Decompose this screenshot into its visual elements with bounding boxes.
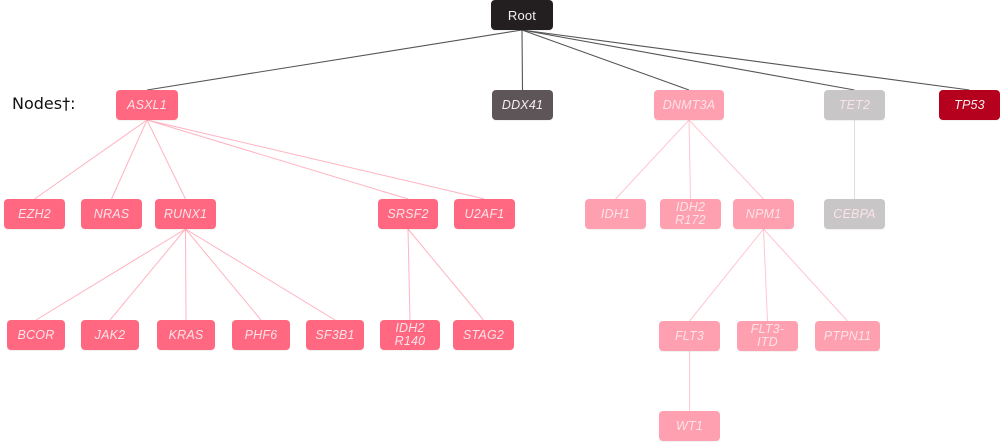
node-idh1[interactable]: IDH1 — [585, 199, 646, 229]
edge-runx1-kras — [185, 228, 187, 321]
node-flt3-itd[interactable]: FLT3- ITD — [737, 321, 798, 351]
edge-npm1-ptpn11 — [763, 228, 848, 322]
node-label: NRAS — [93, 206, 130, 221]
node-root[interactable]: Root — [491, 0, 553, 30]
node-idh2-r140[interactable]: IDH2 R140 — [380, 320, 440, 350]
node-label: JAK2 — [94, 327, 126, 342]
node-label: EZH2 — [18, 206, 51, 221]
node-flt3[interactable]: FLT3 — [659, 321, 720, 351]
node-tet2[interactable]: TET2 — [824, 90, 885, 120]
node-label: TET2 — [838, 97, 871, 112]
node-label: DDX41 — [501, 97, 544, 112]
node-label: ASXL1 — [127, 97, 167, 112]
node-label: IDH1 — [600, 206, 631, 221]
edge-root-ddx41 — [521, 29, 524, 91]
node-ezh2[interactable]: EZH2 — [4, 199, 65, 229]
edge-asxl1-nras — [111, 119, 148, 200]
node-bcor[interactable]: BCOR — [7, 320, 65, 350]
node-cebpa[interactable]: CEBPA — [824, 199, 885, 229]
node-label: NPM1 — [745, 206, 782, 221]
node-label: RUNX1 — [163, 206, 208, 221]
node-label: FLT3 — [674, 328, 705, 343]
node-srsf2[interactable]: SRSF2 — [378, 199, 438, 229]
node-label: SF3B1 — [315, 327, 355, 342]
edge-root-dnmt3a — [521, 29, 690, 91]
node-dnmt3a[interactable]: DNMT3A — [654, 90, 724, 120]
node-label: PTPN11 — [823, 328, 872, 343]
edge-runx1-bcor — [35, 228, 186, 321]
node-phf6[interactable]: PHF6 — [232, 320, 290, 350]
node-label: BCOR — [17, 327, 55, 342]
node-label: Root — [507, 7, 537, 23]
node-kras[interactable]: KRAS — [157, 320, 215, 350]
node-label: U2AF1 — [464, 206, 505, 221]
edge-npm1-flt3 — [689, 228, 764, 322]
edge-srsf2-idh2_r140 — [407, 228, 411, 321]
node-npm1[interactable]: NPM1 — [733, 199, 794, 229]
node-label: IDH2 R140 — [394, 321, 426, 348]
nodes-legend-label: Nodes†: — [12, 94, 76, 113]
node-label: PHF6 — [244, 327, 278, 342]
edge-runx1-sf3b1 — [185, 228, 336, 321]
edge-asxl1-u2af1 — [146, 119, 485, 200]
node-label: DNMT3A — [662, 97, 716, 112]
edge-asxl1-runx1 — [146, 119, 186, 200]
edge-root-tp53 — [521, 29, 970, 91]
node-label: KRAS — [168, 327, 204, 342]
node-ddx41[interactable]: DDX41 — [492, 90, 553, 120]
node-label: FLT3- ITD — [750, 322, 785, 349]
node-label: TP53 — [954, 97, 985, 112]
edge-runx1-jak2 — [109, 228, 186, 321]
edge-asxl1-ezh2 — [34, 119, 148, 200]
edge-root-asxl1 — [146, 29, 523, 91]
node-label: CEBPA — [833, 206, 876, 221]
node-stag2[interactable]: STAG2 — [453, 320, 514, 350]
node-sf3b1[interactable]: SF3B1 — [306, 320, 364, 350]
node-ptpn11[interactable]: PTPN11 — [815, 321, 880, 351]
node-runx1[interactable]: RUNX1 — [155, 199, 216, 229]
node-label: WT1 — [676, 418, 703, 433]
node-nras[interactable]: NRAS — [81, 199, 142, 229]
node-label: SRSF2 — [387, 206, 429, 221]
edge-dnmt3a-npm1 — [688, 119, 764, 200]
node-idh2-r172[interactable]: IDH2 R172 — [660, 199, 721, 229]
edge-root-tet2 — [521, 29, 855, 91]
edge-npm1-flt3_itd — [763, 228, 768, 322]
node-label: STAG2 — [462, 327, 505, 342]
edge-dnmt3a-idh2_r172 — [688, 119, 691, 200]
node-tp53[interactable]: TP53 — [939, 90, 1000, 120]
edge-srsf2-stag2 — [407, 228, 484, 321]
edge-runx1-phf6 — [185, 228, 262, 321]
node-wt1[interactable]: WT1 — [659, 411, 720, 441]
edge-dnmt3a-idh1 — [615, 119, 690, 200]
edge-asxl1-srsf2 — [146, 119, 409, 200]
node-asxl1[interactable]: ASXL1 — [116, 90, 178, 120]
node-jak2[interactable]: JAK2 — [81, 320, 139, 350]
node-label: IDH2 R172 — [675, 200, 706, 227]
node-u2af1[interactable]: U2AF1 — [454, 199, 515, 229]
